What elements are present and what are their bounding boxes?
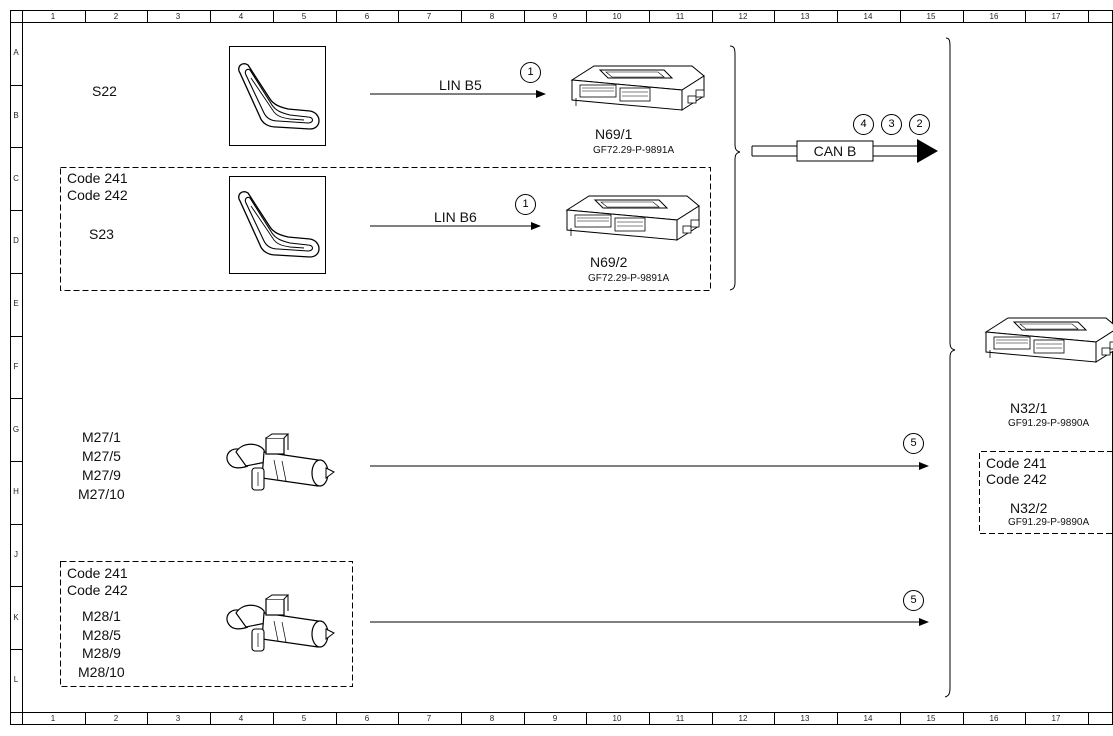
- motor-label: M28/1: [82, 608, 121, 624]
- connection-marker: 5: [903, 433, 924, 454]
- grid-label: 7: [426, 12, 432, 21]
- grid-label: 11: [675, 714, 685, 723]
- grid-label: 10: [612, 12, 622, 21]
- module-label-n69-2: N69/2: [590, 254, 628, 270]
- grid-label: 16: [989, 12, 999, 21]
- lin-bus-label: LIN B5: [439, 77, 482, 93]
- motor-label: M28/9: [82, 645, 121, 661]
- option-code-242: Code 242: [986, 471, 1047, 487]
- module-reference: GF72.29-P-9891A: [593, 145, 675, 156]
- grid-label: 9: [552, 714, 558, 723]
- grid-label: 1: [50, 714, 56, 723]
- motor-label: M28/10: [78, 664, 125, 680]
- grid-label: 7: [426, 714, 432, 723]
- motor-label: M27/9: [82, 467, 121, 483]
- grid-label: 17: [1051, 12, 1061, 21]
- motor-label: M27/1: [82, 429, 121, 445]
- grid-label: D: [13, 236, 19, 245]
- grid-label: L: [13, 675, 19, 684]
- grid-label: G: [12, 425, 20, 434]
- module-label-n32-2: N32/2: [1010, 500, 1048, 516]
- lin-bus-label: LIN B6: [434, 209, 477, 225]
- grid-label: 4: [238, 714, 244, 723]
- grid-label: C: [13, 174, 19, 183]
- grid-label: 2: [113, 714, 119, 723]
- grid-label: 6: [364, 714, 370, 723]
- seat-label-s22: S22: [92, 83, 117, 99]
- grid-label: 13: [800, 714, 810, 723]
- module-label-n32-1: N32/1: [1010, 400, 1048, 416]
- grid-label: 17: [1051, 714, 1061, 723]
- grid-label: 1: [50, 12, 56, 21]
- grid-label: 8: [489, 12, 495, 21]
- module-reference: GF72.29-P-9891A: [588, 273, 670, 284]
- grid-label: 9: [552, 12, 558, 21]
- grid-label: 14: [863, 714, 873, 723]
- motor-label: M28/5: [82, 627, 121, 643]
- can-bus-label: CAN B: [813, 143, 857, 159]
- connection-marker: 3: [881, 114, 902, 135]
- grid-label: 3: [175, 714, 181, 723]
- option-code-241: Code 241: [986, 455, 1047, 471]
- grid-label: K: [13, 613, 19, 622]
- grid-label: 12: [738, 714, 748, 723]
- grid-label: 15: [926, 12, 936, 21]
- grid-label: 8: [489, 714, 495, 723]
- grid-label: A: [13, 48, 19, 57]
- module-label-n69-1: N69/1: [595, 126, 633, 142]
- connection-marker: 5: [903, 590, 924, 611]
- grid-label: 14: [863, 12, 873, 21]
- module-reference: GF91.29-P-9890A: [1008, 418, 1090, 429]
- option-code-241: Code 241: [67, 170, 128, 186]
- option-code-242: Code 242: [67, 582, 128, 598]
- motor-label: M27/5: [82, 448, 121, 464]
- grid-label: 4: [238, 12, 244, 21]
- grid-label: 11: [675, 12, 685, 21]
- grid-label: 12: [738, 12, 748, 21]
- grid-label: 6: [364, 12, 370, 21]
- option-code-242: Code 242: [67, 187, 128, 203]
- module-reference: GF91.29-P-9890A: [1008, 517, 1090, 528]
- option-code-241: Code 241: [67, 565, 128, 581]
- grid-label: 5: [301, 714, 307, 723]
- seat-label-s23: S23: [89, 226, 114, 242]
- grid-label: 3: [175, 12, 181, 21]
- grid-label: 2: [113, 12, 119, 21]
- connection-marker: 1: [520, 62, 541, 83]
- grid-label: H: [13, 487, 19, 496]
- grid-label: E: [13, 299, 19, 308]
- grid-label: J: [14, 550, 18, 559]
- connection-marker: 1: [515, 194, 536, 215]
- connection-marker: 2: [909, 114, 930, 135]
- motor-label: M27/10: [78, 486, 125, 502]
- grid-label: 13: [800, 12, 810, 21]
- grid-label: 10: [612, 714, 622, 723]
- grid-label: 16: [989, 714, 999, 723]
- grid-label: 15: [926, 714, 936, 723]
- grid-label: 5: [301, 12, 307, 21]
- grid-label: F: [13, 362, 19, 371]
- grid-label: B: [13, 111, 19, 120]
- connection-marker: 4: [853, 114, 874, 135]
